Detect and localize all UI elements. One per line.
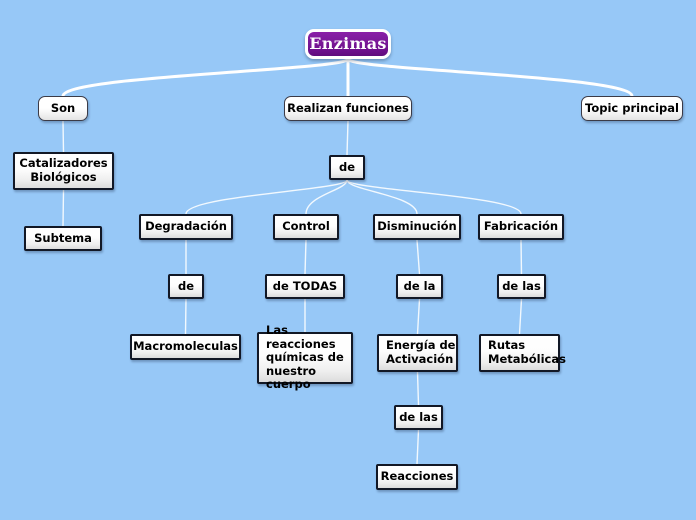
mindmap-node-rutas[interactable]: Rutas Metabólicas — [479, 334, 566, 372]
connector-de-1-to-macromoleculas — [184, 298, 187, 335]
mindmap-node-de-las-1[interactable]: de las — [497, 274, 546, 299]
connector-realizan-to-de-top — [346, 120, 349, 156]
mindmap-node-degradacion[interactable]: Degradación — [139, 214, 233, 240]
mindmap-node-label: Catalizadores Biológicos — [19, 156, 108, 184]
connector-de-las-2-to-reacciones — [416, 429, 420, 465]
mindmap-node-realizan[interactable]: Realizan funciones — [284, 96, 412, 121]
connector-de-la-to-energia — [416, 298, 421, 335]
mindmap-node-label: Reacciones — [380, 469, 454, 484]
mindmap-node-label: Macromoleculas — [133, 339, 238, 354]
mindmap-node-label: Rutas Metabólicas — [488, 338, 566, 366]
mindmap-node-label: Subtema — [34, 230, 92, 245]
mindmap-node-catalizadores[interactable]: Catalizadores Biológicos — [13, 152, 114, 190]
mindmap-node-label: Realizan funciones — [287, 100, 409, 115]
mindmap-node-label: Degradación — [145, 219, 227, 234]
mindmap-node-disminucion[interactable]: Disminución — [373, 214, 461, 240]
mindmap-node-fabricacion[interactable]: Fabricación — [478, 214, 564, 240]
connector-energia-to-de-las-2 — [416, 371, 420, 406]
mindmap-node-de-la[interactable]: de la — [396, 274, 443, 299]
connector-fabricacion-to-de-las-1 — [520, 239, 523, 275]
mindmap-node-reacciones-quim[interactable]: Las reacciones químicas de nuestro cuerp… — [257, 323, 353, 391]
mindmap-node-de-1[interactable]: de — [168, 274, 204, 299]
mindmap-node-de-top[interactable]: de — [329, 155, 365, 180]
connector-son-to-catalizadores — [62, 120, 65, 153]
mindmap-node-label: Disminución — [377, 219, 457, 234]
mindmap-node-macromoleculas[interactable]: Macromoleculas — [130, 334, 241, 360]
mindmap-node-topic[interactable]: Topic principal — [581, 96, 683, 121]
mindmap-node-label: de — [177, 278, 195, 293]
connector-catalizadores-to-subtema — [62, 189, 65, 227]
mindmap-node-energia[interactable]: Energía de Activación — [377, 334, 458, 372]
mindmap-node-de-las-2[interactable]: de las — [394, 405, 443, 430]
connector-root-to-son — [61, 57, 350, 98]
mindmap-node-label: Enzimas — [309, 33, 387, 53]
mindmap-node-label: de la — [403, 278, 436, 293]
mindmap-node-reacciones[interactable]: Reacciones — [376, 464, 458, 490]
mindmap-node-label: Topic principal — [585, 100, 679, 115]
mindmap-node-label: Energía de Activación — [386, 338, 456, 366]
mindmap-node-son[interactable]: Son — [38, 96, 88, 121]
mindmap-node-label: Fabricación — [483, 219, 559, 234]
mindmap-node-label: Son — [50, 100, 76, 115]
mindmap-node-control[interactable]: Control — [273, 214, 339, 240]
mindmap-node-label: Las reacciones químicas de nuestro cuerp… — [266, 323, 344, 392]
connector-root-to-topic — [346, 57, 634, 98]
connector-disminucion-to-de-la — [416, 239, 421, 275]
mindmap-node-de-todas[interactable]: de TODAS — [265, 274, 345, 299]
mindmap-node-label: de las — [502, 278, 541, 293]
mindmap-node-subtema[interactable]: Subtema — [24, 226, 102, 251]
connector-control-to-de-todas — [304, 239, 307, 275]
connector-de-las-1-to-rutas — [518, 298, 523, 335]
connector-de-top-to-control — [305, 179, 348, 215]
mindmap-node-label: de TODAS — [272, 278, 338, 293]
mindmap-node-label: de — [338, 159, 356, 174]
connector-de-top-to-fabricacion — [346, 179, 522, 215]
mindmap-node-root[interactable]: Enzimas — [305, 29, 391, 59]
mindmap-node-label: de las — [399, 409, 438, 424]
connector-de-top-to-degradacion — [185, 179, 348, 215]
mindmap-node-label: Control — [282, 219, 330, 234]
connector-de-top-to-disminucion — [346, 179, 418, 215]
